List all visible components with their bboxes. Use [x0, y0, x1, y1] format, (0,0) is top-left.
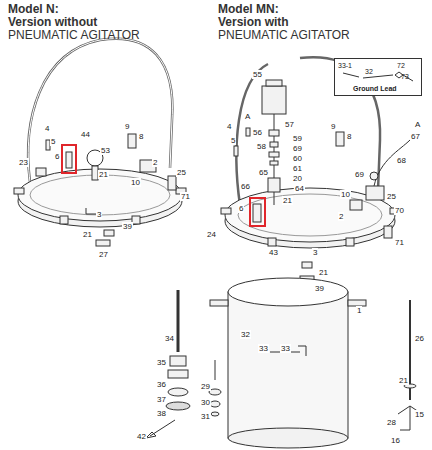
callout-number: 3: [96, 210, 102, 219]
callout-number: 60: [292, 154, 303, 163]
callout-number: 33: [258, 344, 269, 353]
callout-number: 32: [365, 68, 373, 76]
callout-number: 8: [138, 132, 144, 141]
callout-number: 5: [230, 136, 236, 145]
callout-number: 55: [252, 70, 263, 79]
callout-number: 72: [397, 62, 405, 70]
callout-number: 33: [280, 344, 291, 353]
callout-number: 58: [256, 142, 267, 151]
inset-caption: Ground Lead: [353, 85, 397, 93]
callout-number: 10: [130, 178, 141, 187]
callout-number: 21: [398, 376, 409, 385]
callout-number: 34: [164, 334, 175, 343]
callout-number: 68: [396, 156, 407, 165]
callout-number: 44: [80, 130, 91, 139]
callout-number: 27: [98, 250, 109, 259]
callout-number: 64: [294, 184, 305, 193]
callout-number: 23: [18, 158, 29, 167]
callout-number: 53: [100, 146, 111, 155]
callout-number: 38: [156, 409, 167, 418]
callout-number: 67: [410, 132, 421, 141]
model-heading: Version without: [8, 16, 97, 29]
callout-number: 21: [282, 196, 293, 205]
callout-number: 28: [386, 418, 397, 427]
callout-number: 9: [330, 122, 336, 131]
model-heading: Model MN:: [218, 3, 279, 16]
callout-number: 69: [292, 144, 303, 153]
model-heading: Model N:: [8, 3, 59, 16]
callout-number: 25: [176, 168, 187, 177]
callout-number: 5: [50, 137, 56, 146]
model-heading: PNEUMATIC AGITATOR: [218, 29, 350, 42]
callout-number: 32: [240, 330, 251, 339]
callout-number: 33-1: [338, 62, 352, 70]
callout-number: 59: [292, 134, 303, 143]
callout-number: 8: [346, 132, 352, 141]
callout-number: 15: [414, 410, 425, 419]
callout-number: 37: [156, 395, 167, 404]
callout-number: 2: [152, 158, 158, 167]
callout-number: 24: [206, 230, 217, 239]
callout-number: 21: [82, 230, 93, 239]
callout-number: 10: [340, 190, 351, 199]
callout-number: 6: [238, 204, 244, 213]
callout-number: 16: [390, 436, 401, 445]
model-heading: PNEUMATIC AGITATOR: [8, 29, 140, 42]
callout-number: 26: [414, 334, 425, 343]
callout-number: A: [414, 120, 421, 129]
callout-number: 56: [252, 128, 263, 137]
callout-number: 71: [394, 238, 405, 247]
callout-number: 21: [98, 170, 109, 179]
callout-number: 42: [136, 432, 147, 441]
callout-number: 66: [240, 182, 251, 191]
callout-number: 71: [180, 192, 191, 201]
callout-number: 65: [258, 168, 269, 177]
callout-number: 30: [200, 398, 211, 407]
callout-number: 39: [314, 284, 325, 293]
model-heading: Version with: [218, 16, 289, 29]
callout-number: 2: [338, 212, 344, 221]
callout-number: 20: [292, 174, 303, 183]
callout-number: 3: [312, 248, 318, 257]
callout-number: 4: [226, 122, 232, 131]
callout-number: 1: [356, 306, 362, 315]
callout-number: 31: [200, 412, 211, 421]
callout-number: 21: [318, 268, 329, 277]
callout-number: 25: [386, 192, 397, 201]
callout-number: 61: [292, 164, 303, 173]
callout-number: 43: [268, 248, 279, 257]
inset-box: 33-1 32 72 73Ground Lead: [334, 58, 422, 96]
callout-number: 70: [394, 206, 405, 215]
callout-number: 39: [122, 222, 133, 231]
callout-number: A: [244, 112, 251, 121]
callout-number: 57: [284, 120, 295, 129]
callout-number: 6: [54, 152, 60, 161]
callout-number: 9: [124, 122, 130, 131]
callout-number: 36: [156, 380, 167, 389]
callout-number: 69: [354, 170, 365, 179]
callout-number: 4: [44, 124, 50, 133]
callout-number: 73: [401, 73, 409, 81]
callout-number: 35: [156, 358, 167, 367]
callout-number: 29: [200, 382, 211, 391]
